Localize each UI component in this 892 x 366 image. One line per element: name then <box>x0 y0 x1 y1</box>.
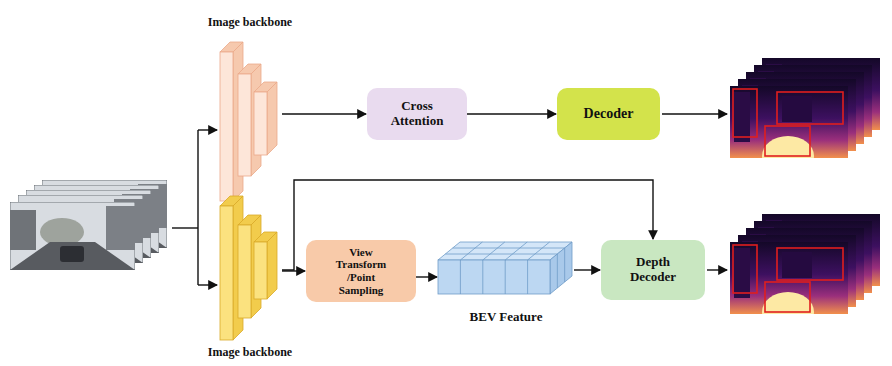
highlight-box <box>733 89 757 137</box>
depth-map <box>730 86 848 176</box>
box-label: Cross Attention <box>385 99 449 129</box>
highlight-box <box>777 92 843 124</box>
layer-side <box>267 232 277 299</box>
grid-line <box>445 254 557 255</box>
bev-grid-shape <box>438 240 574 306</box>
layer-face <box>220 52 233 201</box>
layer-face <box>238 74 251 176</box>
grid-front <box>438 260 550 294</box>
depth-map <box>730 242 848 332</box>
grid-line <box>527 260 528 294</box>
grid-top <box>438 242 572 260</box>
bev-grid <box>438 242 572 294</box>
layer-face <box>254 92 267 155</box>
flow-arrow <box>467 113 556 114</box>
split-arrow <box>198 284 217 285</box>
layer-face <box>254 242 267 299</box>
backbone-block: Image backbone <box>218 192 282 342</box>
block-label: BEV Feature <box>388 310 624 325</box>
attention-box: Cross Attention <box>367 88 467 140</box>
grid-line <box>505 260 506 294</box>
highlight-box <box>777 248 843 280</box>
grid-line <box>482 260 483 294</box>
flow-arrow <box>416 276 437 277</box>
input-image <box>10 202 135 270</box>
split-line <box>172 227 198 228</box>
block-label: Image backbone <box>168 346 332 360</box>
grid-line <box>528 242 550 260</box>
backbone-shape <box>218 38 282 203</box>
highlight-box <box>733 245 757 293</box>
layer-face <box>238 225 251 318</box>
view-transform-box: View Transform /Point Sampling <box>306 240 416 303</box>
grid-line <box>564 248 565 282</box>
grid-line <box>460 242 482 260</box>
backbone-block: Image backbone <box>218 38 282 203</box>
box-label: Decoder <box>584 106 634 122</box>
highlight-box <box>765 282 810 312</box>
block-label: Image backbone <box>168 16 332 30</box>
highlight-box <box>765 126 810 156</box>
layer-side <box>267 82 277 155</box>
flow-arrow <box>574 269 600 270</box>
grid-side <box>550 242 572 294</box>
decoder-box: Decoder <box>557 88 660 140</box>
grid-line <box>460 260 461 294</box>
grid-line <box>557 254 558 288</box>
split-arrow <box>198 129 217 130</box>
output-arrow <box>707 269 727 270</box>
flow-arrow <box>282 113 366 114</box>
grid-line <box>505 242 527 260</box>
layer-face <box>220 206 233 340</box>
backbone-shape <box>218 192 282 342</box>
output-arrow <box>662 113 727 114</box>
grid-line <box>453 248 565 249</box>
split-line <box>197 130 198 285</box>
bev-feature-grid: BEV Feature <box>438 240 574 306</box>
depth-decoder-box: Depth Decoder <box>601 240 705 300</box>
box-label: View Transform /Point Sampling <box>325 246 397 297</box>
grid-line <box>483 242 505 260</box>
box-label: Depth Decoder <box>623 255 683 285</box>
